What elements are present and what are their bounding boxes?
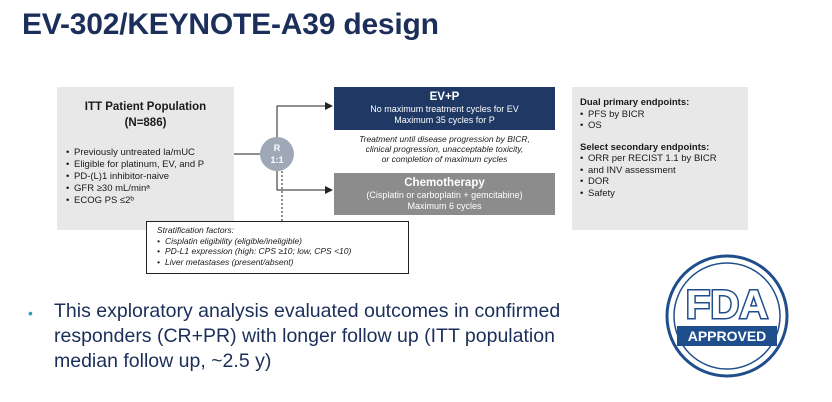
randomization-node: R 1:1 (260, 137, 294, 171)
itt-population-panel: ITT Patient Population (N=886) Previousl… (57, 87, 234, 230)
summary-text-line: responders (CR+PR) with longer follow up… (54, 325, 555, 347)
fda-logo-banner-text: APPROVED (688, 328, 767, 344)
evp-arm-detail: No maximum treatment cycles for EV (370, 104, 519, 114)
list-item: ORR per RECIST 1.1 by BICR (580, 153, 748, 165)
stratification-box: Stratification factors: Cisplatin eligib… (146, 221, 409, 274)
evp-arm-box: EV+P No maximum treatment cycles for EV … (334, 87, 555, 130)
fda-logo-letters: FDA (686, 283, 768, 327)
list-item: Eligible for platinum, EV, and P (66, 159, 204, 171)
chemo-arm-detail: Maximum 6 cycles (407, 201, 482, 211)
itt-sample-size: (N=886) (124, 117, 167, 129)
secondary-endpoints-list: ORR per RECIST 1.1 by BICR and INV asses… (580, 153, 748, 199)
primary-endpoints-list: PFS by BICR OS (580, 109, 748, 132)
list-item: OS (580, 120, 748, 132)
chemo-arm-detail: (Cisplatin or carboplatin + gemcitabine) (366, 190, 523, 200)
evp-arm-name: EV+P (429, 91, 460, 103)
evp-arm-detail: Maximum 35 cycles for P (394, 115, 495, 125)
list-item: ECOG PS ≤2ᵇ (66, 195, 204, 207)
treatment-note: Treatment until disease progression by B… (334, 134, 555, 164)
randomization-ratio: 1:1 (270, 155, 284, 165)
slide-title: EV-302/KEYNOTE-A39 design (22, 8, 439, 41)
list-item: Liver metastases (present/absent) (157, 257, 408, 268)
list-item: Previously untreated la/mUC (66, 147, 204, 159)
arrow-to-evp (276, 102, 333, 137)
list-item: DOR (580, 176, 748, 188)
secondary-endpoints-heading: Select secondary endpoints: (580, 141, 710, 153)
summary-bullet-marker: • (28, 305, 33, 321)
list-item-continuation: and INV assessment (580, 165, 748, 177)
list-item: Cisplatin eligibility (eligible/ineligib… (157, 236, 408, 247)
itt-criteria-list: Previously untreated la/mUC Eligible for… (66, 147, 204, 207)
list-item: PFS by BICR (580, 109, 748, 121)
list-item-continuation-text: and INV assessment (588, 164, 676, 176)
arrow-to-chemo (276, 171, 333, 194)
summary-text-line: This exploratory analysis evaluated outc… (54, 300, 561, 322)
fda-approved-logo: FDA APPROVED (665, 254, 789, 378)
stratification-list: Cisplatin eligibility (eligible/ineligib… (157, 236, 408, 268)
treatment-note-line: Treatment until disease progression by B… (359, 134, 530, 144)
treatment-note-line: or completion of maximum cycles (381, 154, 508, 164)
randomization-label: R (273, 143, 281, 153)
list-item: PD-(L)1 inhibitor-naive (66, 171, 204, 183)
treatment-note-line: clinical progression, unacceptable toxic… (365, 144, 524, 154)
list-item: Safety (580, 188, 748, 200)
itt-title: ITT Patient Population (84, 101, 207, 113)
list-item: PD-L1 expression (high: CPS ≥10; low, CP… (157, 246, 408, 257)
chemo-arm-box: Chemotherapy (Cisplatin or carboplatin +… (334, 173, 555, 215)
list-item: GFR ≥30 mL/minᵃ (66, 183, 204, 195)
chemo-arm-name: Chemotherapy (404, 177, 485, 189)
fda-logo-banner (677, 326, 777, 346)
primary-endpoints-heading: Dual primary endpoints: (580, 97, 690, 108)
stratification-heading: Stratification factors: (157, 225, 235, 235)
endpoints-panel: Dual primary endpoints: PFS by BICR OS S… (572, 87, 748, 230)
summary-text-line: median follow up, ~2.5 y) (54, 350, 272, 372)
